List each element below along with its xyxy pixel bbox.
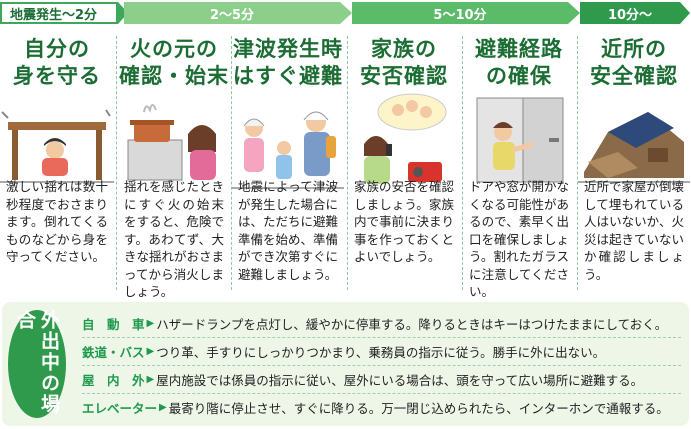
triangle-right-icon: ▶	[146, 373, 155, 385]
row-separator	[82, 365, 681, 366]
family-evacuating-illustration	[232, 111, 344, 189]
column-divider	[577, 36, 578, 290]
column-protect-self: 自分の 身を守る 激しい揺れは数十秒程度でおさまります。倒れてくるものなどから身…	[0, 28, 114, 298]
column-body: 地震によって津波が発生した場合には、ただちに避難準備を始め、準備ができ次第すぐに…	[238, 179, 339, 282]
row-label: 屋 内 外	[82, 372, 145, 388]
column-title: 近所の 安全確認	[578, 36, 690, 90]
row-label: 自 動 車	[82, 316, 145, 332]
column-fire-check: 火の元の 確認・始末 揺れを感じたときにすぐ火の始末をすると、危険です。あわてず…	[118, 28, 230, 299]
timeline-arrow	[118, 2, 128, 24]
column-family-safety: 家族の 安否確認 家族の安否を確認しましょう。家族内で事前に決まり事を作っておく…	[348, 28, 460, 298]
column-divider	[231, 36, 232, 290]
triangle-right-icon: ▶	[146, 345, 155, 357]
row-label: エレベーター	[82, 400, 158, 416]
timeline-segment-1: 2〜5分	[124, 2, 340, 24]
outside-row-indoor-outdoor: 屋 内 外 ▶ 屋内施設では係員の指示に従い、屋外にいる場合は、頭を守って広い場…	[82, 367, 683, 391]
title-line: 安全確認	[590, 64, 678, 88]
column-title: 自分の 身を守る	[0, 36, 114, 90]
timeline-segment-2: 5〜10分	[352, 2, 568, 24]
title-line: 避難経路	[475, 37, 563, 61]
title-line: 近所の	[601, 37, 667, 61]
column-body: 揺れを感じたときにすぐ火の始末をすると、危険です。あわてず、大きな揺れがおさまっ…	[124, 179, 225, 299]
title-line: 火の元の	[130, 37, 218, 61]
phone-call-illustration	[364, 93, 447, 184]
title-line: 津波発生時	[233, 37, 343, 61]
row-text: つり革、手すりにしっかりつかまり、乗務員の指示に従う。勝手に外に出ない。	[156, 344, 606, 360]
column-secure-exit: 避難経路 の確保 ドアや窓が開かなくなる可能性があるので、素早く出口を確保しまし…	[463, 28, 575, 299]
timeline-label: 地震発生〜2分	[10, 7, 98, 23]
timeline-arrow	[340, 2, 352, 24]
triangle-right-icon: ▶	[159, 401, 167, 413]
row-separator	[82, 337, 681, 338]
column-body: 激しい揺れは数十秒程度でおさまります。倒れてくるものなどから身を守ってください。	[6, 179, 108, 264]
title-line: 家族の	[371, 37, 437, 61]
row-separator	[82, 393, 681, 394]
column-divider	[347, 36, 348, 290]
column-title: 火の元の 確認・始末	[118, 36, 230, 90]
title-line: 安否確認	[360, 64, 448, 88]
row-text: 屋内施設では係員の指示に従い、屋外にいる場合は、頭を守って広い場所に避難する。	[156, 372, 644, 388]
column-body: 近所で家屋が倒壊して埋もれている人はいないか、火災は起きていないか確認しましょう…	[584, 179, 685, 282]
outside-row-elevator: エレベーター ▶ 最寄り階に停止させ、すぐに降りる。万一閉じ込められたら、インタ…	[82, 395, 683, 419]
column-body: 家族の安否を確認しましょう。家族内で事前に決まり事を作っておくとよいでしょう。	[354, 179, 455, 264]
table-shelter-illustration	[0, 109, 114, 183]
column-title: 避難経路 の確保	[463, 36, 575, 90]
row-label: 鉄道・バス	[82, 344, 145, 360]
title-line: 確認・始末	[119, 64, 229, 88]
row-text: 最寄り階に停止させ、すぐに降りる。万一閉じ込められたら、インターホンで通報する。	[168, 400, 669, 416]
column-title: 津波発生時 はすぐ避難	[232, 36, 344, 90]
column-divider	[116, 36, 117, 290]
column-title: 家族の 安否確認	[348, 36, 460, 90]
column-neighborhood-check: 近所の 安全確認 近所で家屋が倒壊して埋もれている人はいないか、火災は起きていな…	[578, 28, 690, 298]
outside-row-car: 自 動 車 ▶ ハザードランプを点灯し、緩やかに停車する。降りるときはキーはつけ…	[82, 311, 683, 335]
column-divider	[462, 36, 463, 290]
collapsed-house-illustration	[578, 112, 690, 183]
outside-row-train-bus: 鉄道・バス ▶ つり革、手すりにしっかりつかまり、乗務員の指示に従う。勝手に外に…	[82, 339, 683, 363]
column-body: ドアや窓が開かなくなる可能性があるので、素早く出口を確保しましょう。割れたガラス…	[469, 179, 570, 299]
outside-label-badge: 外出中の場合	[8, 310, 66, 418]
outside-label: 外出中の場合	[14, 310, 60, 415]
triangle-right-icon: ▶	[146, 317, 155, 329]
timeline-label: 2〜5分	[209, 7, 255, 23]
open-door-illustration	[476, 97, 564, 183]
stove-illustration	[127, 104, 216, 181]
timeline-label: 10分〜	[607, 7, 653, 23]
timeline: 地震発生〜2分 2〜5分 5〜10分 10分〜	[0, 0, 691, 26]
timeline-label: 5〜10分	[433, 7, 487, 23]
outside-section: 外出中の場合 自 動 車 ▶ ハザードランプを点灯し、緩やかに停車する。降りると…	[2, 302, 689, 426]
row-text: ハザードランプを点灯し、緩やかに停車する。降りるときはキーはつけたままにしておく…	[156, 316, 668, 332]
column-tsunami-evacuate: 津波発生時 はすぐ避難 地震によって津波が発生した場合には、ただちに避難準備を始…	[232, 28, 344, 298]
timeline-arrow	[568, 2, 580, 24]
title-line: 身を守る	[13, 64, 101, 88]
timeline-segment-3: 10分〜	[580, 2, 680, 24]
timeline-segment-0: 地震発生〜2分	[0, 2, 118, 24]
title-line: はすぐ避難	[233, 64, 343, 88]
title-line: の確保	[486, 64, 552, 88]
timeline-arrow	[680, 2, 690, 24]
title-line: 自分の	[24, 37, 90, 61]
